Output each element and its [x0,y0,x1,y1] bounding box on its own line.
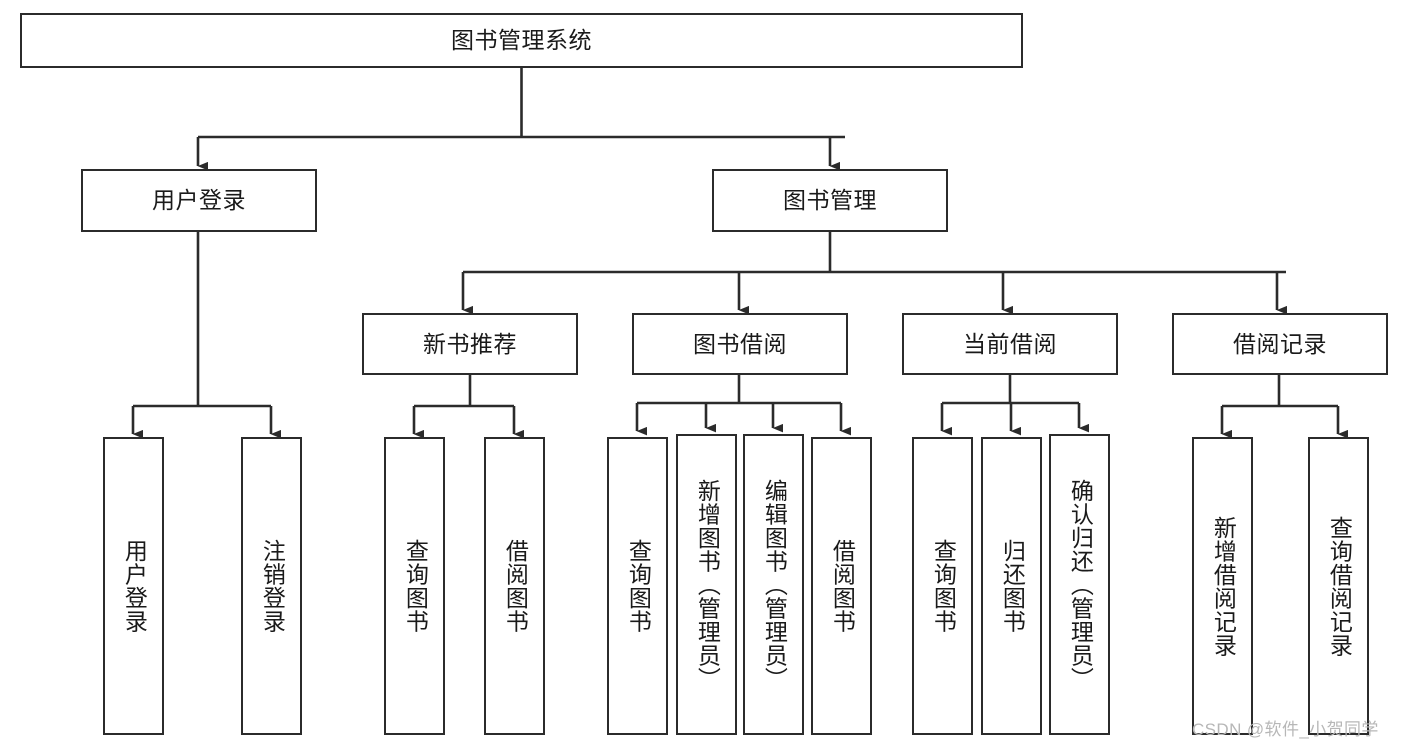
node-leaf-add-book[interactable]: 新增图书（管理员） [676,434,737,735]
node-leaf-logout-label: 注销登录 [259,539,286,633]
node-current-borrow[interactable]: 当前借阅 [902,313,1118,375]
node-leaf-query-book-3[interactable]: 查询图书 [912,437,973,735]
node-leaf-query-book-2-label: 查询图书 [625,539,652,633]
node-leaf-borrow-book-2[interactable]: 借阅图书 [811,437,872,735]
node-leaf-edit-book-label: 编辑图书（管理员） [761,478,788,691]
node-leaf-return-book-label: 归还图书 [999,539,1026,633]
node-new-book-rec[interactable]: 新书推荐 [362,313,578,375]
node-current-borrow-label: 当前借阅 [963,330,1057,357]
node-leaf-add-record-label: 新增借阅记录 [1210,515,1237,657]
node-leaf-confirm-return[interactable]: 确认归还（管理员） [1049,434,1110,735]
node-leaf-return-book[interactable]: 归还图书 [981,437,1042,735]
node-leaf-borrow-book-1-label: 借阅图书 [502,539,529,633]
node-leaf-add-record[interactable]: 新增借阅记录 [1192,437,1253,735]
node-leaf-query-book-1-label: 查询图书 [402,539,429,633]
node-borrow-record[interactable]: 借阅记录 [1172,313,1388,375]
node-leaf-add-book-label: 新增图书（管理员） [694,478,721,691]
node-book-borrow[interactable]: 图书借阅 [632,313,848,375]
node-borrow-record-label: 借阅记录 [1233,330,1327,357]
node-user-login[interactable]: 用户登录 [81,169,317,232]
node-leaf-user-login-label: 用户登录 [121,539,148,633]
node-leaf-borrow-book-2-label: 借阅图书 [829,539,856,633]
node-leaf-user-login[interactable]: 用户登录 [103,437,164,735]
node-book-manage[interactable]: 图书管理 [712,169,948,232]
csdn-watermark: CSDN @软件_小贺同学 [1192,720,1379,739]
node-leaf-query-book-3-label: 查询图书 [930,539,957,633]
node-book-borrow-label: 图书借阅 [693,330,787,357]
node-leaf-query-book-2[interactable]: 查询图书 [607,437,668,735]
node-root-label: 图书管理系统 [451,27,592,53]
node-root[interactable]: 图书管理系统 [20,13,1023,68]
node-leaf-query-book-1[interactable]: 查询图书 [384,437,445,735]
node-new-book-rec-label: 新书推荐 [423,330,517,357]
node-book-manage-label: 图书管理 [783,187,877,213]
node-leaf-query-record-label: 查询借阅记录 [1326,515,1353,657]
node-leaf-query-record[interactable]: 查询借阅记录 [1308,437,1369,735]
node-leaf-confirm-return-label: 确认归还（管理员） [1067,478,1094,691]
node-leaf-edit-book[interactable]: 编辑图书（管理员） [743,434,804,735]
node-leaf-logout[interactable]: 注销登录 [241,437,302,735]
node-leaf-borrow-book-1[interactable]: 借阅图书 [484,437,545,735]
node-user-login-label: 用户登录 [152,187,246,213]
